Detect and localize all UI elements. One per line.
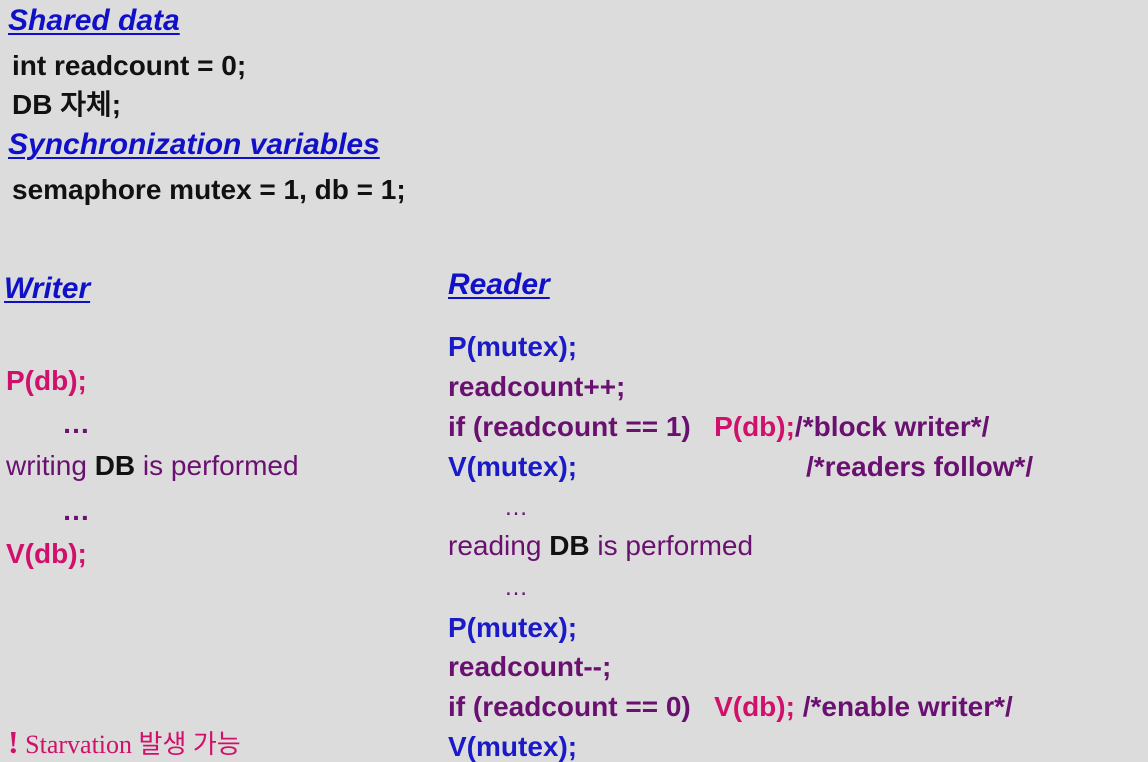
reader-heading: Reader bbox=[448, 268, 550, 301]
reader-if-first: if (readcount == 1) P(db);/*block writer… bbox=[448, 413, 989, 441]
warning-icon: ! bbox=[8, 724, 19, 760]
writer-ellipsis-1: … bbox=[62, 408, 90, 439]
reader-v-db: V(db); bbox=[714, 691, 795, 722]
reader-v-mutex-2: V(mutex); bbox=[448, 731, 578, 762]
reader-ellipsis-2: … bbox=[504, 574, 528, 601]
writer-action: writing DB is performed bbox=[6, 452, 299, 480]
reader-if-first-condition: if (readcount == 1) bbox=[448, 411, 715, 442]
readcount-declaration: int readcount = 0; bbox=[12, 50, 247, 81]
writer-action-post: is performed bbox=[135, 450, 299, 481]
writer-p-db: P(db); bbox=[6, 365, 87, 396]
reader-p-db: P(db); bbox=[714, 411, 795, 442]
writer-ellipsis-2: … bbox=[62, 495, 90, 526]
reader-action-db: DB bbox=[549, 530, 590, 561]
db-declaration: DB 자체; bbox=[12, 89, 122, 120]
writer-v-db: V(db); bbox=[6, 538, 87, 569]
semaphore-declaration: semaphore mutex = 1, db = 1; bbox=[12, 174, 406, 205]
reader-block-writer-comment: /*block writer*/ bbox=[794, 411, 990, 442]
writer-heading: Writer bbox=[4, 272, 91, 305]
reader-if-last-condition: if (readcount == 0) bbox=[448, 691, 715, 722]
writer-action-pre: writing bbox=[6, 450, 95, 481]
writer-action-db: DB bbox=[94, 450, 136, 481]
reader-ellipsis-1: … bbox=[504, 494, 528, 521]
sync-variables-heading: Synchronization variables bbox=[8, 128, 380, 161]
reader-if-last: if (readcount == 0) V(db); /*enable writ… bbox=[448, 693, 1013, 721]
reader-action: reading DB is performed bbox=[448, 532, 753, 560]
reader-readcount-decrement: readcount--; bbox=[448, 651, 612, 682]
reader-p-mutex-2: P(mutex); bbox=[448, 612, 578, 643]
starvation-text: Starvation 발생 가능 bbox=[18, 730, 241, 759]
reader-readcount-increment: readcount++; bbox=[448, 371, 626, 402]
starvation-note: ! Starvation 발생 가능 bbox=[8, 726, 241, 758]
shared-data-heading: Shared data bbox=[8, 4, 180, 37]
reader-action-post: is performed bbox=[589, 530, 754, 561]
reader-v-mutex-1: V(mutex); bbox=[448, 451, 578, 482]
reader-p-mutex-1: P(mutex); bbox=[448, 331, 578, 362]
reader-enable-writer-comment: /*enable writer*/ bbox=[794, 691, 1013, 722]
reader-readers-follow-comment: /*readers follow*/ bbox=[806, 451, 1034, 482]
reader-action-pre: reading bbox=[448, 530, 550, 561]
